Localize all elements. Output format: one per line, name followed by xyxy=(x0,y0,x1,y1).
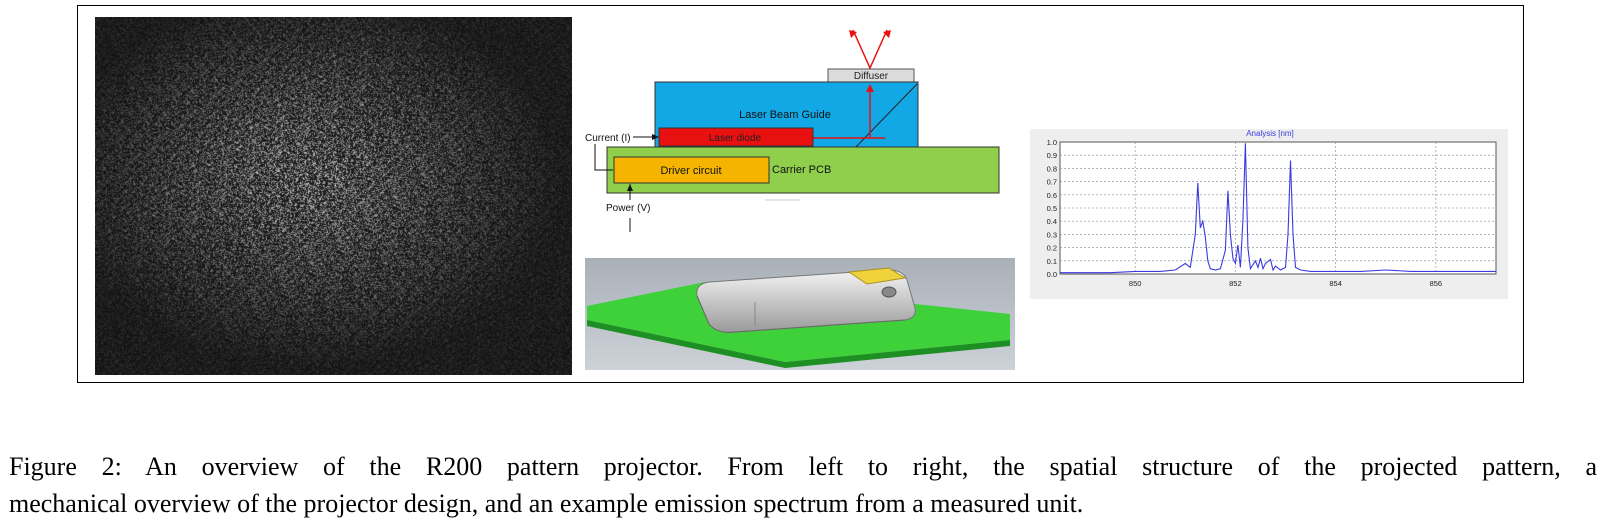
y-tick-label: 0.6 xyxy=(1047,191,1057,200)
y-tick-label: 0.8 xyxy=(1047,164,1057,173)
diffuser-window xyxy=(847,267,907,285)
carrier-pcb-label: Carrier PCB xyxy=(772,164,831,176)
caption-line-2: mechanical overview of the projector des… xyxy=(9,489,1084,518)
y-tick-label: 0.7 xyxy=(1047,178,1057,187)
caption-line-1: Figure 2: An overview of the R200 patter… xyxy=(9,452,1597,481)
beam-right xyxy=(869,29,888,69)
x-tick-label: 854 xyxy=(1329,279,1342,288)
power-label: Power (V) xyxy=(606,203,650,214)
power-arrow-icon xyxy=(627,184,633,191)
y-tick-label: 0.0 xyxy=(1047,270,1057,279)
spectrum-series-line xyxy=(1060,143,1496,274)
emission-spectrum-chart: Analysis [nm] 0.0 0.1 0.2 0.3 0.4 0.5 0.6 0.7 0.… xyxy=(1047,129,1497,288)
beam-left xyxy=(852,29,871,69)
y-tick-label: 0.5 xyxy=(1047,204,1057,213)
y-tick-label: 1.0 xyxy=(1047,138,1057,147)
y-tick-label: 0.2 xyxy=(1047,244,1057,253)
speckle-canvas xyxy=(95,17,572,375)
laser-diode-label: Laser diode xyxy=(709,133,762,144)
y-tick-label: 0.1 xyxy=(1047,257,1057,266)
x-tick-label: 852 xyxy=(1229,279,1242,288)
chart-title: Analysis [nm] xyxy=(1246,129,1294,138)
lens-port xyxy=(881,286,897,298)
figure-caption: Figure 2: An overview of the R200 patter… xyxy=(9,448,1597,522)
y-tick-label: 0.9 xyxy=(1047,151,1057,160)
beam-right-arrow-icon xyxy=(883,30,891,38)
current-label: Current (I) xyxy=(585,133,631,144)
current-wire xyxy=(594,144,613,171)
current-arrow-icon xyxy=(652,134,659,140)
y-tick-label: 0.4 xyxy=(1047,217,1057,226)
laser-beam-guide-label: Laser Beam Guide xyxy=(739,109,831,121)
reflected-beam-arrow-icon xyxy=(866,84,874,92)
driver-circuit-label: Driver circuit xyxy=(660,165,721,177)
driver-circuit-block xyxy=(613,156,770,184)
emission-spectrum-panel: Analysis [nm] 0.0 0.1 0.2 0.3 0.4 0.5 0.6 0.7 0.… xyxy=(1030,129,1508,299)
x-tick-label: 850 xyxy=(1129,279,1142,288)
projector-schematic: Diffuser Laser Beam Guide Laser diode Ca… xyxy=(585,29,1000,232)
figure-frame xyxy=(77,5,1524,383)
projector-3d-render xyxy=(585,258,1015,370)
y-tick-label: 0.3 xyxy=(1047,230,1057,239)
beam-left-arrow-icon xyxy=(849,30,857,38)
housing-edge xyxy=(696,295,906,333)
projected-pattern-image xyxy=(95,17,572,375)
x-tick-label: 856 xyxy=(1430,279,1443,288)
pcb-board-edge xyxy=(587,320,1010,368)
diffuser-label: Diffuser xyxy=(854,71,889,82)
